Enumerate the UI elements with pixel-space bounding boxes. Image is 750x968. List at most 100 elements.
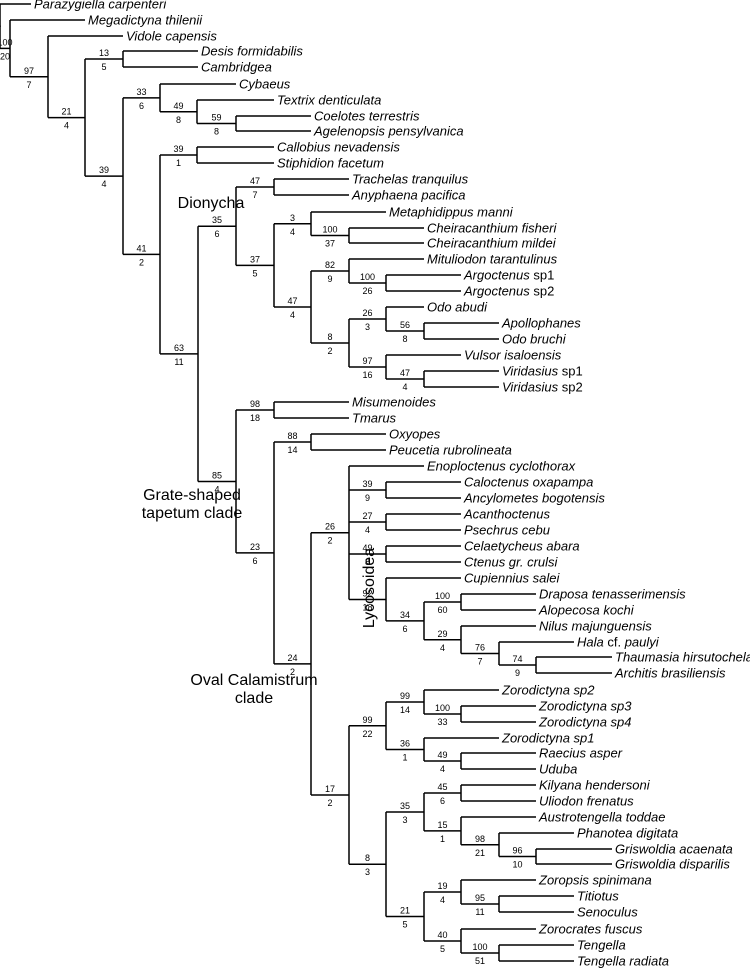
taxon-label-part: Raecius asper [539, 746, 623, 761]
bremer-value: 1 [402, 753, 407, 763]
bremer-value: 4 [402, 382, 407, 392]
bootstrap-value: 26 [325, 522, 335, 532]
clade-label-lycosoidea: Lycosoidea [361, 548, 378, 628]
bremer-value: 37 [325, 239, 335, 249]
taxon-label: Zorodictyna sp3 [538, 699, 632, 714]
bootstrap-value: 41 [136, 243, 146, 253]
taxon-label: Apollophanes [501, 316, 581, 331]
taxon-label-part: Tengella [577, 938, 626, 953]
taxon-label: Odo bruchi [502, 332, 567, 347]
bremer-value: 18 [250, 413, 260, 423]
taxon-label: Cheiracanthium mildei [427, 236, 557, 251]
taxon-label-part: Zorocrates fuscus [538, 922, 643, 937]
taxon-label: Cambridgea [201, 60, 272, 75]
taxon-label: Ctenus gr. crulsi [464, 555, 559, 570]
bootstrap-value: 49 [173, 101, 183, 111]
taxon-label-part: Alopecosa kochi [538, 603, 635, 618]
bremer-value: 14 [287, 445, 297, 455]
taxon-label: Celaetycheus abara [464, 539, 580, 554]
taxon-label-part: Tmarus [352, 411, 397, 426]
taxon-label: Uliodon frenatus [539, 794, 634, 809]
bremer-value: 8 [176, 115, 181, 125]
taxon-label-part: Cheiracanthium fisheri [427, 221, 557, 236]
bremer-value: 18 [362, 602, 372, 612]
taxon-label-part: Odo abudi [427, 300, 488, 315]
bootstrap-value: 26 [362, 308, 372, 318]
taxon-label-part: Desis formidabilis [201, 44, 303, 59]
taxon-label-part: Argoctenus [463, 268, 530, 283]
bootstrap-value: 39 [99, 165, 109, 175]
bootstrap-value: 100 [0, 37, 13, 47]
bootstrap-value: 24 [287, 653, 297, 663]
taxon-label: Raecius asper [539, 746, 623, 761]
taxon-label-part: Zorodictyna sp4 [538, 715, 632, 730]
taxon-label: Trachelas tranquilus [352, 172, 469, 187]
taxon-label-part: sp2 [558, 380, 583, 395]
bremer-value: 4 [440, 643, 445, 653]
bootstrap-value: 99 [400, 691, 410, 701]
bremer-value: 7 [477, 657, 482, 667]
taxon-label-part: Celaetycheus abara [464, 539, 580, 554]
taxon-label-part: Vidole capensis [126, 29, 217, 44]
bootstrap-value: 100 [472, 942, 487, 952]
taxon-label-part: Titiotus [577, 889, 619, 904]
taxon-label: Cupiennius salei [464, 571, 561, 586]
taxon-label: Acanthoctenus [463, 507, 551, 522]
bootstrap-value: 13 [99, 48, 109, 58]
bremer-value: 6 [214, 229, 219, 239]
taxon-label-part: sp2 [530, 284, 555, 299]
bremer-value: 5 [101, 62, 106, 72]
support-values: 1002097721413539433649859841239163113564… [0, 37, 523, 966]
taxon-label: Architis brasiliensis [614, 666, 726, 681]
bootstrap-value: 21 [400, 906, 410, 916]
taxon-label: Cybaeus [239, 77, 291, 92]
bootstrap-value: 33 [136, 87, 146, 97]
taxon-label-part: Peucetia rubrolineata [389, 443, 512, 458]
bremer-value: 3 [365, 322, 370, 332]
taxon-label: Zorodictyna sp4 [538, 715, 632, 730]
bootstrap-value: 99 [362, 715, 372, 725]
taxon-label-part: Callobius nevadensis [277, 140, 400, 155]
bremer-value: 7 [26, 80, 31, 90]
bremer-value: 20 [0, 51, 10, 61]
taxon-label-part: Anyphaena pacifica [351, 188, 465, 203]
taxon-label-part: Architis brasiliensis [614, 666, 726, 681]
bremer-value: 14 [400, 705, 410, 715]
taxon-label: Senoculus [577, 905, 638, 920]
bremer-value: 8 [214, 127, 219, 137]
clade-label-dionycha: Dionycha [178, 195, 245, 212]
bootstrap-value: 49 [362, 543, 372, 553]
taxon-label-part: Parazygiella carpenteri [34, 0, 167, 12]
taxon-label: Peucetia rubrolineata [389, 443, 512, 458]
taxon-label-part: Zorodictyna sp2 [501, 683, 595, 698]
bootstrap-value: 34 [400, 610, 410, 620]
taxon-label: Argoctenus sp1 [463, 268, 554, 283]
clade-label-line: clade [235, 690, 273, 707]
taxon-label: Zorocrates fuscus [538, 922, 643, 937]
bootstrap-value: 59 [211, 113, 221, 123]
bremer-value: 21 [475, 848, 485, 858]
clade-label-line: Grate-shaped [143, 487, 241, 504]
taxon-label: Titiotus [577, 889, 619, 904]
bremer-value: 1 [176, 158, 181, 168]
bootstrap-value: 17 [325, 784, 335, 794]
bremer-value: 11 [475, 907, 484, 917]
bremer-value: 2 [327, 798, 332, 808]
bremer-value: 4 [365, 525, 370, 535]
taxon-label-part: Senoculus [577, 905, 638, 920]
taxon-label-part: Kilyana hendersoni [539, 778, 651, 793]
bootstrap-value: 29 [437, 629, 447, 639]
bremer-value: 11 [174, 357, 183, 367]
bootstrap-value: 47 [250, 176, 260, 186]
taxon-label: Megadictyna thilenii [88, 13, 203, 28]
bootstrap-value: 47 [287, 296, 297, 306]
taxon-label-part: Psechrus cebu [464, 523, 550, 538]
bremer-value: 2 [327, 346, 332, 356]
bootstrap-value: 95 [475, 893, 485, 903]
taxon-label-part: Ancylometes bogotensis [463, 491, 605, 506]
bremer-value: 60 [437, 605, 447, 615]
bremer-value: 5 [440, 944, 445, 954]
taxon-label: Oxyopes [389, 427, 441, 442]
taxon-label-part: Megadictyna thilenii [88, 13, 203, 28]
